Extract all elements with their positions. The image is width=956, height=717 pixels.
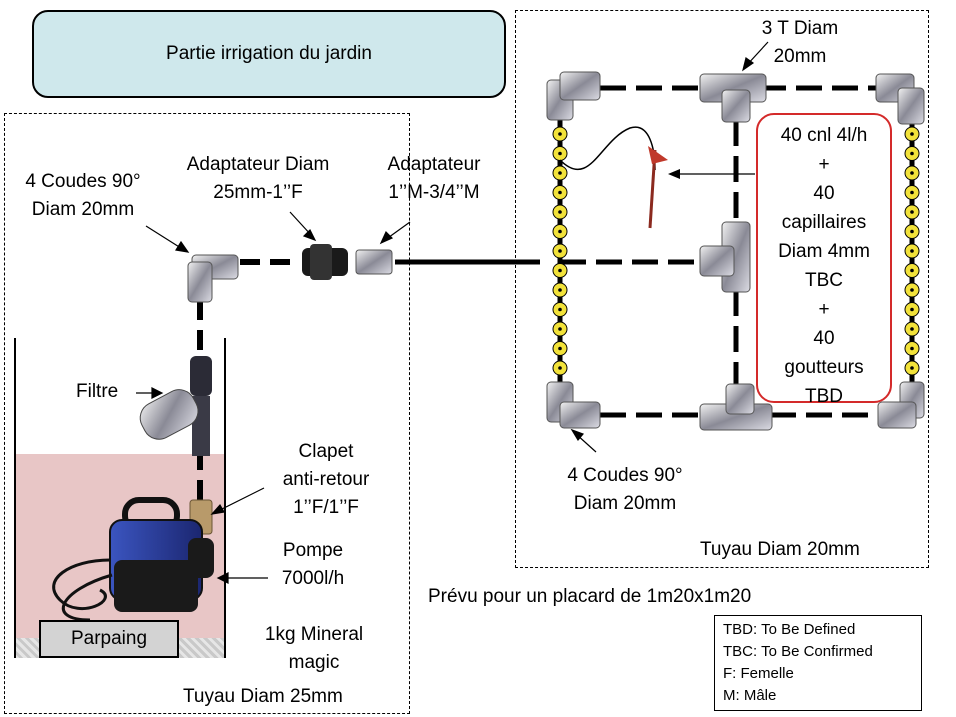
parpaing-block: Parpaing (39, 620, 179, 658)
left-frame (4, 113, 410, 714)
box-line: + (818, 299, 830, 320)
label-placard: Prévu pour un placard de 1m20x1m20 (428, 586, 752, 607)
dripper-hole (558, 346, 562, 351)
arrows (136, 41, 769, 584)
tee-top (699, 73, 767, 123)
elbow-top-left (546, 71, 601, 121)
label-3t: 3 T Diam 20mm (740, 15, 860, 71)
tank-walls (14, 338, 226, 658)
elbow-left-system (187, 254, 239, 303)
box-line: 40 (813, 328, 835, 349)
elbow-bottom-right (877, 381, 925, 429)
dripper-hole (558, 151, 562, 156)
right-frame (515, 10, 929, 568)
label-clapet-2: anti-retour (282, 469, 370, 490)
dripper-hole (558, 327, 562, 331)
dripper-hole (558, 307, 562, 312)
dripper-hole (910, 268, 914, 273)
components-box: 40 cnl 4l/h + 40 capillaires Diam 4mm TB… (756, 113, 892, 407)
legend-box: TBD: To Be Defined TBC: To Be Confirmed … (714, 615, 922, 711)
box-line: TBD (805, 386, 843, 407)
dripper-hole (910, 229, 914, 234)
dripper-hole (558, 249, 562, 253)
dripper-hole (910, 366, 914, 370)
dripper-hole (910, 288, 914, 292)
label-clapet-3: 1’’F/1’’F (293, 497, 359, 518)
dripper-hole (910, 171, 914, 175)
label-pompe: Pompe 7000l/h (262, 537, 364, 593)
adapter-34m (355, 249, 393, 275)
label-adapter-1-2: 25mm-1’’F (213, 182, 303, 203)
dripper-hole (910, 249, 914, 253)
elbow-bottom-left (546, 381, 601, 429)
box-line: 40 cnl 4l/h (780, 125, 868, 146)
drippers-right (904, 126, 920, 376)
label-mineral-1: 1kg Mineral (264, 624, 364, 645)
box-line: 40 (813, 183, 835, 204)
dripper-hole (558, 366, 562, 370)
label-clapet: Clapet anti-retour 1’’F/1’’F (262, 438, 390, 522)
box-line: TBC (805, 270, 843, 291)
label-3t-2: 20mm (773, 46, 827, 67)
label-adapter-2: Adaptateur 1’’M-3/4’’M (366, 151, 502, 207)
box-line: Diam 4mm (778, 241, 870, 262)
legend-item: F: Femelle (723, 665, 794, 682)
drippers-left (552, 126, 568, 376)
box-line: + (818, 154, 830, 175)
dripper-hole (558, 268, 562, 273)
legend-item: TBC: To Be Confirmed (723, 643, 873, 660)
label-mineral: 1kg Mineral magic (244, 621, 384, 677)
filter (139, 356, 212, 456)
label-adapter-2-2: 1’’M-3/4’’M (388, 182, 480, 203)
label-filtre: Filtre (76, 381, 119, 402)
label-pompe-2: 7000l/h (281, 568, 345, 589)
dripper-hole (558, 229, 562, 234)
label-coudes-right-1: 4 Coudes 90° (567, 465, 683, 486)
dripper-hole (558, 132, 562, 136)
dripper-hole (558, 288, 562, 292)
label-adapter-1-1: Adaptateur Diam (186, 154, 330, 175)
box-line: capillaires (781, 212, 867, 233)
label-clapet-1: Clapet (298, 441, 354, 462)
label-coudes-left-2: Diam 20mm (31, 199, 135, 220)
capillary-stake (559, 126, 668, 229)
legend-item: TBD: To Be Defined (723, 621, 856, 638)
title-box: Partie irrigation du jardin (32, 10, 506, 98)
dripper-hole (910, 346, 914, 351)
dripper-hole (910, 307, 914, 312)
dripper-hole (910, 210, 914, 214)
tee-bottom (699, 383, 773, 431)
legend-item: M: Mâle (723, 687, 777, 704)
tee-middle (699, 221, 751, 293)
dripper-hole (910, 151, 914, 156)
dripper-hole (558, 171, 562, 175)
label-3t-1: 3 T Diam (761, 18, 839, 39)
dripper-hole (910, 327, 914, 331)
dripper-hole (910, 190, 914, 195)
elbow-top-right (875, 73, 925, 125)
pump (52, 497, 214, 622)
label-adapter-1: Adaptateur Diam 25mm-1’’F (163, 151, 353, 207)
adapter-25mm (302, 244, 348, 280)
pipe-20mm (560, 85, 880, 418)
label-tuyau-25: Tuyau Diam 25mm (183, 686, 343, 707)
parpaing-label: Parpaing (70, 628, 148, 649)
label-coudes-right: 4 Coudes 90° Diam 20mm (550, 462, 700, 518)
dripper-hole (558, 210, 562, 214)
dripper-hole (910, 132, 914, 136)
diagram-title: Partie irrigation du jardin (166, 43, 372, 64)
label-coudes-left: 4 Coudes 90° Diam 20mm (8, 168, 158, 224)
label-coudes-right-2: Diam 20mm (573, 493, 677, 514)
label-pompe-1: Pompe (282, 540, 344, 561)
label-mineral-2: magic (288, 652, 340, 673)
label-adapter-2-1: Adaptateur (387, 154, 481, 175)
dripper-hole (558, 190, 562, 195)
label-coudes-left-1: 4 Coudes 90° (25, 171, 141, 192)
box-line: goutteurs (784, 357, 864, 378)
label-tuyau-20: Tuyau Diam 20mm (700, 539, 860, 560)
